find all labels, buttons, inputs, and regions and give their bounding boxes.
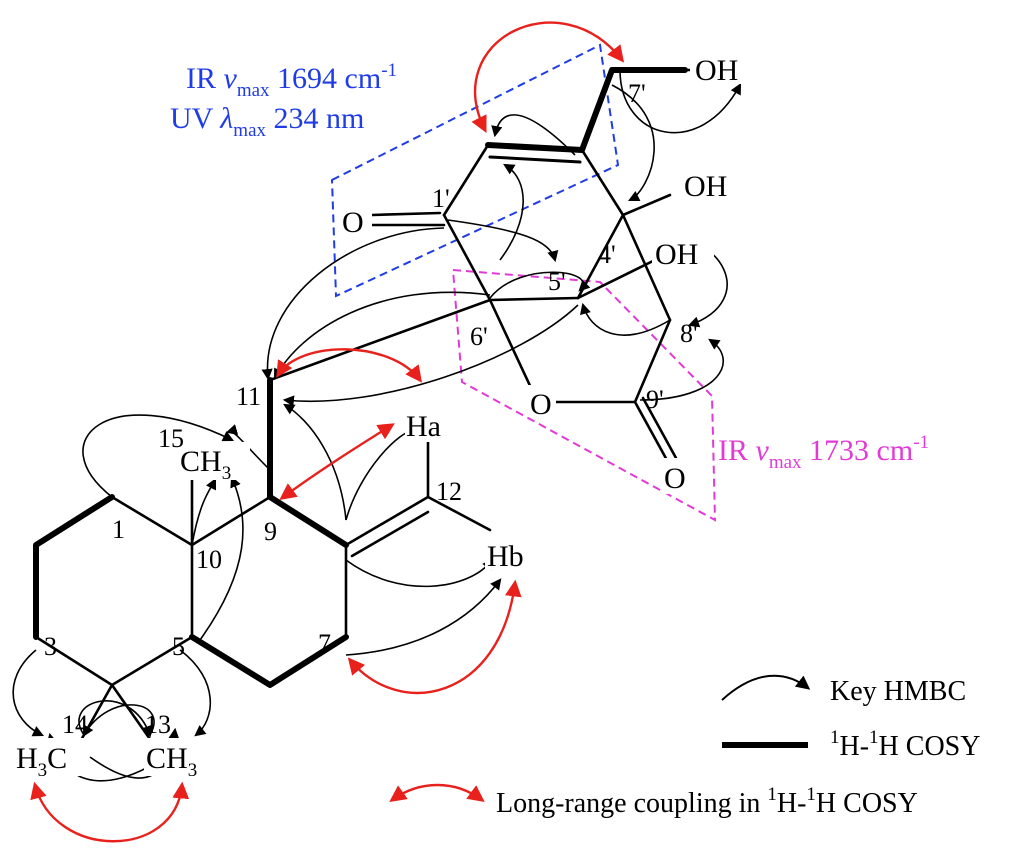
position-7: 7: [318, 629, 331, 658]
position-10: 10: [196, 545, 222, 574]
hb-label: Hb: [487, 540, 524, 573]
position-13: 13: [145, 710, 171, 739]
c15-methyl-label: CH3: [180, 445, 231, 484]
c13-methyl-label: CH3: [146, 742, 197, 781]
position-11: 11: [236, 382, 261, 411]
legend-hmbc-arrow: [721, 674, 811, 701]
legend: Key HMBC 1H-1H COSY Long-range coupling …: [389, 674, 980, 819]
lactone-region-box: [451, 268, 717, 522]
position-3: 3: [44, 632, 57, 661]
legend-long-range-arrow: [389, 783, 485, 802]
position-8-prime: 8': [680, 319, 698, 348]
position-6-prime: 6': [470, 322, 488, 351]
oh-top-label: OH: [695, 54, 738, 87]
c14-methyl-label: H3C: [16, 742, 67, 781]
oh-mid-label: OH: [655, 238, 698, 271]
skeleton-bonds: [34, 68, 699, 744]
uv-annotation: UV λmax 234 nm: [170, 102, 364, 141]
position-15: 15: [158, 424, 184, 453]
position-4-prime: 4': [598, 240, 616, 269]
cosy-bonds: [33, 67, 688, 688]
position-7-prime: 7': [628, 79, 646, 108]
position-1-prime: 1': [432, 184, 450, 213]
ketone-oxygen: O: [342, 206, 364, 239]
legend-cosy-label: 1H-1H COSY: [830, 727, 980, 762]
legend-long-range-label: Long-range coupling in 1H-1H COSY: [496, 784, 918, 819]
position-12: 12: [436, 477, 462, 506]
position-9-prime: 9': [646, 385, 664, 414]
oh-right-label: OH: [684, 170, 727, 203]
ir-enone-annotation: IR νmax 1694 cm-1: [186, 60, 397, 101]
position-5: 5: [172, 632, 185, 661]
ha-label: Ha: [406, 410, 441, 443]
position-9: 9: [264, 517, 277, 546]
position-14: 14: [62, 710, 88, 739]
lactone-carbonyl-oxygen: O: [664, 462, 686, 495]
hmbc-arrows: [12, 69, 742, 782]
position-1: 1: [112, 515, 125, 544]
legend-hmbc-label: Key HMBC: [830, 676, 966, 707]
position-5-prime: 5': [548, 267, 566, 296]
ir-lactone-annotation: IR νmax 1733 cm-1: [718, 432, 929, 473]
long-range-coupling-arrows: [30, 21, 625, 843]
ring-oxygen: O: [530, 388, 552, 421]
